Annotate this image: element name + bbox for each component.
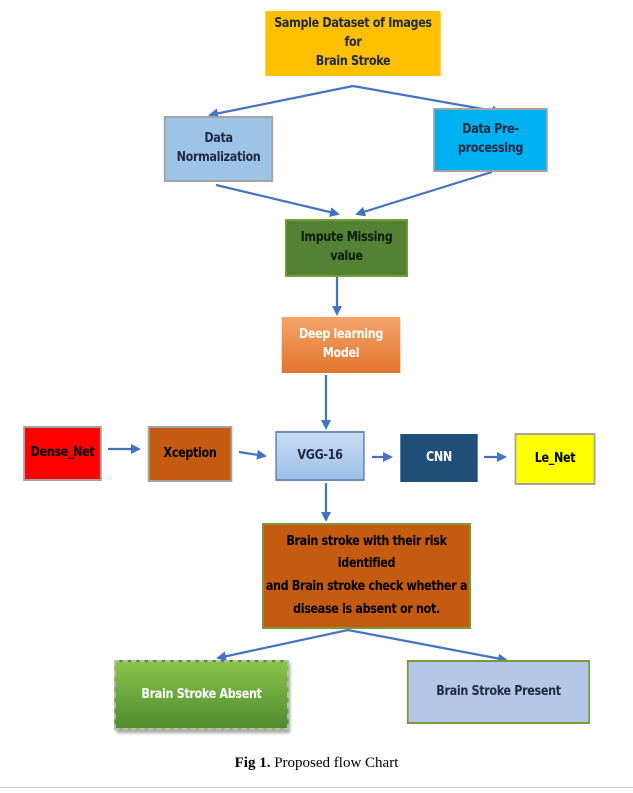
node-cnn: CNN	[400, 434, 478, 482]
node-cnn-label: CNN	[426, 449, 452, 465]
node-risk-identified-line-2: and Brain stroke check whether a	[265, 579, 468, 594]
node-le-net: Le_Net	[514, 433, 596, 485]
node-risk-identified-line-1: Brain stroke with their risk identified	[286, 533, 447, 572]
node-dense-net-label: Dense_Net	[30, 445, 95, 461]
arrow-dataset-to-preprocessing	[352, 84, 502, 116]
node-xception-label: Xception	[163, 445, 217, 461]
node-vgg-16-label: VGG-16	[297, 447, 343, 463]
node-vgg-16: VGG-16	[275, 431, 365, 481]
node-xception: Xception	[147, 426, 233, 482]
figure-caption-text: Proposed flow Chart	[270, 755, 399, 771]
node-dense-net: Dense_Net	[23, 426, 102, 481]
figure-caption: Fig 1. Proposed flow Chart	[0, 755, 633, 772]
node-brain-stroke-present: Brain Stroke Present	[406, 660, 591, 724]
arrow-risk-to-present	[347, 628, 508, 664]
node-risk-identified-line-3: disease is absent or not.	[293, 601, 440, 617]
node-brain-stroke-absent-label: Brain Stroke Absent	[141, 686, 262, 702]
node-impute-missing-value: Impute Missing value	[285, 219, 408, 277]
arrow-risk-to-absent	[216, 628, 349, 662]
arrow-dataset-to-normalization	[208, 84, 354, 119]
figure-caption-label: Fig 1.	[234, 755, 271, 771]
node-brain-stroke-present-label: Brain Stroke Present	[436, 683, 561, 699]
node-risk-identified: Brain stroke with their risk identified a…	[262, 523, 471, 629]
node-brain-stroke-absent: Brain Stroke Absent	[114, 660, 289, 730]
node-deep-learning-model-label: Deep learning Model	[298, 327, 384, 361]
arrow-preprocessing-to-impute	[355, 170, 493, 217]
bottom-divider	[0, 787, 633, 788]
arrow-xception-to-vgg	[238, 449, 267, 460]
node-data-normalization-line-2: Normalization	[176, 150, 261, 165]
node-le-net-label: Le_Net	[534, 450, 576, 466]
node-sample-dataset-line-1: Sample Dataset of Images for	[274, 16, 432, 51]
node-deep-learning-model: Deep learning Model	[281, 317, 401, 373]
node-data-preprocessing-label: Data Pre-processing	[457, 122, 524, 156]
node-sample-dataset-line-2: Brain Stroke	[315, 53, 391, 69]
node-data-preprocessing: Data Pre-processing	[433, 108, 548, 172]
node-data-normalization-line-1: Data	[204, 131, 233, 147]
node-impute-missing-value-label: Impute Missing value	[300, 230, 393, 264]
arrow-normalization-to-impute	[215, 183, 340, 218]
